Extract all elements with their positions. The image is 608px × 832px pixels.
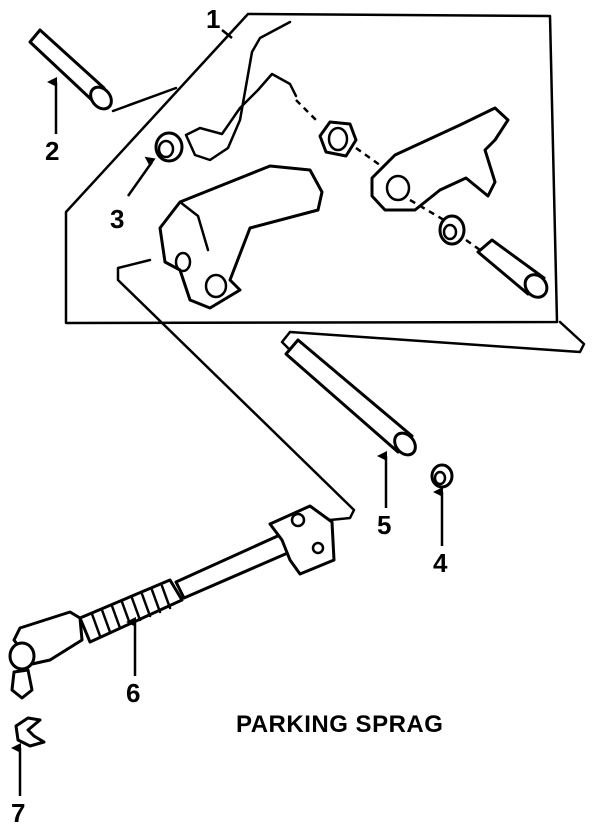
part-clip: [14, 716, 46, 748]
part-cap: [430, 463, 454, 489]
callout-5: 5: [377, 510, 391, 540]
part-bracket: [158, 164, 324, 310]
callout-2: 2: [45, 136, 59, 166]
leader-1: [221, 29, 233, 39]
callout-6: 6: [126, 678, 140, 708]
callout-4: 4: [433, 548, 448, 578]
part-pawl: [370, 106, 510, 222]
part-pin-long: [284, 338, 417, 457]
callout-1: 1: [206, 4, 220, 34]
assembly-outline: [64, 12, 559, 325]
part-bushing-small: [154, 131, 184, 163]
part-sleeve: [476, 238, 549, 299]
part-washer: [438, 214, 481, 252]
part-bushing-upper: [318, 120, 385, 170]
callout-3: 3: [110, 204, 124, 234]
part-shaft-assembly: [8, 504, 336, 700]
rod-path-line: [116, 258, 356, 522]
leader-3: [126, 156, 156, 197]
callout-7: 7: [11, 798, 25, 828]
part-spring-wire: [184, 20, 298, 162]
diagram-caption: PARKING SPRAG: [236, 711, 443, 738]
part-pin-upper: [28, 28, 178, 113]
